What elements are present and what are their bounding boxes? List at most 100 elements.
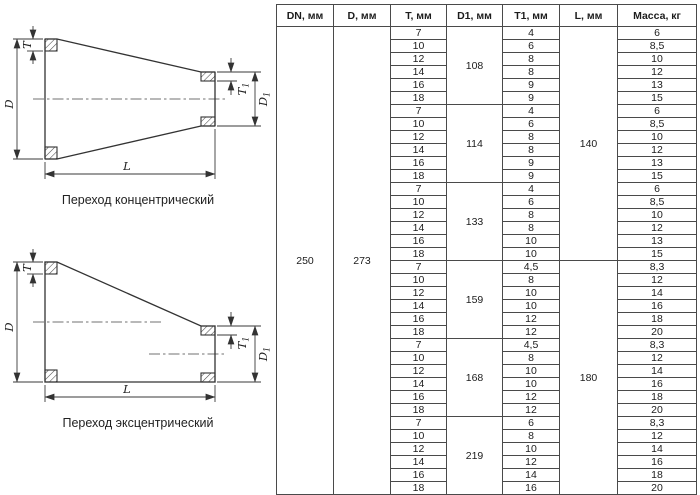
t1-cell: 9 (502, 156, 560, 170)
mass-cell: 18 (617, 390, 697, 404)
dim-label-L: L (122, 382, 131, 396)
t1-cell: 4 (502, 104, 560, 118)
d1-cell: 133 (446, 182, 503, 261)
column-header: D1, мм (446, 4, 503, 27)
t-cell: 18 (390, 403, 447, 417)
mass-cell: 18 (617, 312, 697, 326)
wall-section (200, 71, 216, 82)
column-header: T, мм (390, 4, 447, 27)
t1-cell: 4 (502, 182, 560, 196)
dim-label-T: T (20, 263, 34, 272)
mass-cell: 8,3 (617, 260, 697, 274)
t1-cell: 12 (502, 325, 560, 339)
dim-label-D1: D1 (256, 347, 272, 362)
dim-label-D: D (3, 99, 16, 109)
t1-cell: 12 (502, 390, 560, 404)
t-cell: 7 (390, 416, 447, 430)
column-header: D, мм (333, 4, 391, 27)
mass-cell: 10 (617, 208, 697, 222)
mass-cell: 20 (617, 325, 697, 339)
t-cell: 16 (390, 312, 447, 326)
t1-cell: 10 (502, 299, 560, 313)
mass-cell: 14 (617, 364, 697, 378)
mass-cell: 6 (617, 26, 697, 40)
t1-cell: 8 (502, 130, 560, 144)
mass-cell: 20 (617, 403, 697, 417)
mass-cell: 14 (617, 286, 697, 300)
reducer-outline (44, 261, 216, 383)
d-cell: 273 (333, 26, 391, 495)
d1-cell: 108 (446, 26, 503, 105)
mass-cell: 6 (617, 182, 697, 196)
mass-cell: 12 (617, 221, 697, 235)
concentric-reducer-drawing: D T T1 D1 L (3, 26, 272, 179)
t1-cell: 6 (502, 195, 560, 209)
t1-cell: 10 (502, 377, 560, 391)
t1-cell: 8 (502, 143, 560, 157)
t-cell: 16 (390, 390, 447, 404)
t1-cell: 10 (502, 364, 560, 378)
t1-cell: 10 (502, 286, 560, 300)
t-cell: 18 (390, 91, 447, 105)
t1-cell: 8 (502, 52, 560, 66)
t-cell: 16 (390, 156, 447, 170)
t-cell: 18 (390, 481, 447, 495)
dimensions: D T T1 D1 L (3, 249, 272, 402)
t-cell: 18 (390, 169, 447, 183)
t-cell: 16 (390, 468, 447, 482)
dim-label-T1: T1 (235, 337, 251, 350)
column-header: Масса, кг (617, 4, 697, 27)
wall-section (44, 369, 58, 383)
t-cell: 7 (390, 182, 447, 196)
caption-concentric: Переход концентрический (61, 193, 215, 207)
mass-cell: 8,5 (617, 195, 697, 209)
dim-label-T: T (20, 40, 34, 49)
t1-cell: 6 (502, 416, 560, 430)
eccentric-reducer-drawing: D T T1 D1 L (3, 249, 272, 402)
t1-cell: 8 (502, 208, 560, 222)
t1-cell: 8 (502, 429, 560, 443)
mass-cell: 10 (617, 52, 697, 66)
t-cell: 12 (390, 286, 447, 300)
mass-cell: 15 (617, 247, 697, 261)
t-cell: 10 (390, 39, 447, 53)
t-cell: 14 (390, 377, 447, 391)
table-row: 12 10 14 (277, 364, 697, 378)
mass-cell: 8,3 (617, 416, 697, 430)
mass-cell: 15 (617, 169, 697, 183)
t-cell: 16 (390, 78, 447, 92)
mass-cell: 14 (617, 442, 697, 456)
t-cell: 14 (390, 455, 447, 469)
t-cell: 12 (390, 52, 447, 66)
t1-cell: 14 (502, 468, 560, 482)
t-cell: 10 (390, 429, 447, 443)
figure-eccentric: D T T1 D1 L (0, 207, 276, 430)
mass-cell: 12 (617, 273, 697, 287)
t-cell: 10 (390, 117, 447, 131)
t-cell: 14 (390, 221, 447, 235)
d1-cell: 159 (446, 260, 503, 339)
drawings-panel: D T T1 D1 L (0, 0, 276, 483)
mass-cell: 15 (617, 91, 697, 105)
t1-cell: 4,5 (502, 260, 560, 274)
dimensions: D T T1 D1 L (3, 26, 272, 179)
t-cell: 7 (390, 260, 447, 274)
t1-cell: 8 (502, 351, 560, 365)
t-cell: 12 (390, 364, 447, 378)
dim-label-T1: T1 (235, 83, 251, 96)
table-row: 12 8 10 (277, 52, 697, 66)
t-cell: 7 (390, 338, 447, 352)
wall-section (200, 372, 216, 383)
wall-section (44, 38, 58, 52)
